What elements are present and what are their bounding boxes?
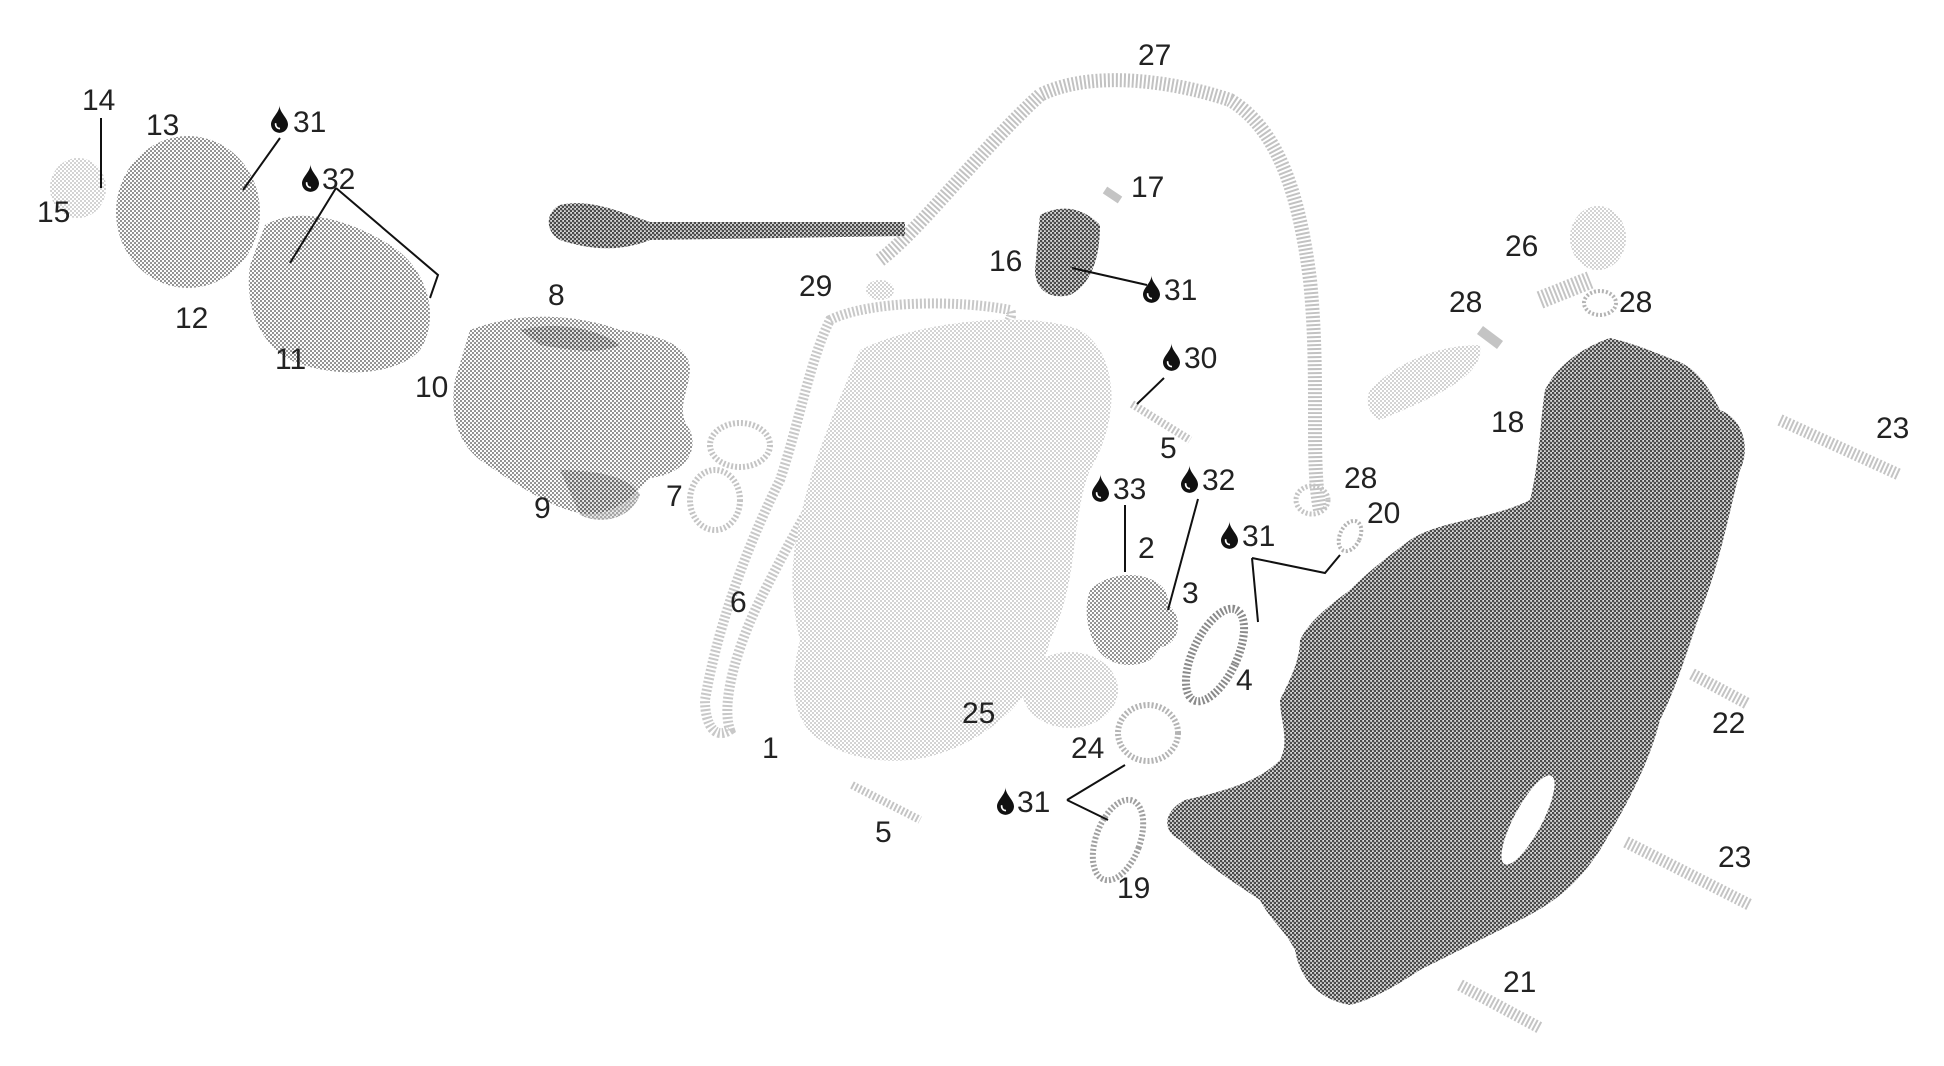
lubricant-label-33: 33 (1113, 473, 1146, 506)
part-28-ring-center (1293, 483, 1331, 517)
part-27-tube (875, 73, 1327, 512)
leader-31-top (242, 137, 281, 191)
part-16-lever-rod (548, 203, 905, 249)
leader-32-top (289, 187, 440, 299)
leader-31-lever (1071, 267, 1148, 286)
part-label-28-left: 28 (1449, 286, 1482, 319)
part-label-10: 10 (415, 371, 448, 404)
part-label-22: 22 (1712, 707, 1745, 740)
part-22-bolt (1689, 668, 1751, 710)
part-label-27: 27 (1138, 39, 1171, 72)
part-shapes (50, 73, 1903, 1034)
oil-drop-icon (302, 164, 319, 192)
part-18-window (1501, 775, 1555, 865)
leader-31-bottom (1066, 764, 1126, 821)
part-1-main-body (792, 319, 1112, 761)
part-17-pin (1102, 186, 1123, 204)
lubricant-label-31-lever: 31 (1164, 274, 1197, 307)
part-26-bracket-arm (1536, 271, 1594, 309)
oil-drop-icon (271, 105, 288, 133)
part-16-lever-hub (1035, 208, 1100, 297)
leader-lines (100, 118, 1341, 821)
part-label-28-center: 28 (1344, 462, 1377, 495)
part-7-ring-bottom (687, 467, 743, 533)
lubricant-label-32-top: 32 (322, 163, 355, 196)
part-label-26: 26 (1505, 230, 1538, 263)
part-8-block (453, 316, 693, 514)
part-label-3: 3 (1182, 577, 1199, 610)
part-label-20: 20 (1367, 497, 1400, 530)
leader-30 (1136, 377, 1165, 405)
leader-31-mid (1251, 554, 1341, 623)
part-19-oring (1089, 796, 1147, 884)
oil-drop-icon (1163, 343, 1180, 371)
part-9-base (560, 470, 640, 520)
part-5-screw-top (1129, 400, 1193, 444)
part-21-bolt (1457, 979, 1543, 1034)
lubricant-label-30: 30 (1184, 342, 1217, 375)
part-label-18: 18 (1491, 406, 1524, 439)
part-labels: 1 2 3 4 5 5 6 7 8 9 10 11 12 13 14 15 16… (37, 39, 1909, 999)
part-label-11: 11 (275, 343, 306, 376)
part-label-19: 19 (1117, 872, 1150, 905)
lubricant-label-31-bottom: 31 (1017, 786, 1050, 819)
part-label-2: 2 (1138, 532, 1155, 565)
part-label-9: 9 (534, 492, 551, 525)
part-label-12: 12 (175, 302, 208, 335)
part-label-4: 4 (1236, 664, 1253, 697)
part-3-bushing (1142, 603, 1178, 647)
part-23-bolt-bottom (1623, 836, 1753, 911)
lubricant-label-31-mid: 31 (1242, 520, 1275, 553)
part-label-7: 7 (666, 480, 683, 513)
part-26-bracket (1570, 206, 1626, 270)
part-label-13: 13 (146, 109, 179, 142)
part-label-16: 16 (989, 245, 1022, 278)
part-18-gearbox-cover (1167, 338, 1745, 1005)
part-24-ring (1115, 702, 1181, 764)
part-label-17: 17 (1131, 171, 1164, 204)
lubricant-labels: 31 32 31 30 33 32 31 31 (293, 106, 1275, 819)
lubricant-label-31-top: 31 (293, 106, 326, 139)
leader-32-mid (1167, 498, 1199, 611)
part-13-cover (116, 136, 260, 288)
part-label-5-top: 5 (1160, 432, 1177, 465)
part-20-ring (1336, 518, 1364, 554)
part-label-23-bottom: 23 (1718, 841, 1751, 874)
part-label-29: 29 (799, 270, 832, 303)
part-label-28-right: 28 (1619, 286, 1652, 319)
part-label-14: 14 (82, 84, 115, 117)
part-label-5-bottom: 5 (875, 816, 892, 849)
oil-drop-icon (1092, 474, 1109, 502)
part-label-1: 1 (762, 732, 779, 765)
part-label-8: 8 (548, 279, 565, 312)
part-7-ring-top (707, 420, 773, 470)
oil-drop-icon (1181, 465, 1198, 493)
part-4-oring (1181, 604, 1249, 706)
lubricant-label-32-mid: 32 (1202, 464, 1235, 497)
oil-drop-icon (1221, 521, 1238, 549)
part-label-6: 6 (730, 586, 747, 619)
part-label-24: 24 (1071, 732, 1104, 765)
part-8-block-dark (520, 325, 620, 351)
part-6-gasket (699, 298, 1016, 739)
part-25-disc (1022, 652, 1118, 728)
part-label-15: 15 (37, 196, 70, 229)
part-28-pin (1477, 326, 1503, 349)
part-label-25: 25 (962, 697, 995, 730)
part-5-screw-bottom (850, 781, 922, 824)
oil-drop-icon (1143, 275, 1160, 303)
oil-drop-icon (997, 787, 1014, 815)
part-29-clip (866, 280, 894, 300)
part-15-disc (50, 158, 106, 218)
part-28-sleeve (1367, 345, 1481, 420)
part-label-23-top: 23 (1876, 412, 1909, 445)
part-label-21: 21 (1503, 966, 1536, 999)
part-28-ring-right (1582, 289, 1618, 317)
